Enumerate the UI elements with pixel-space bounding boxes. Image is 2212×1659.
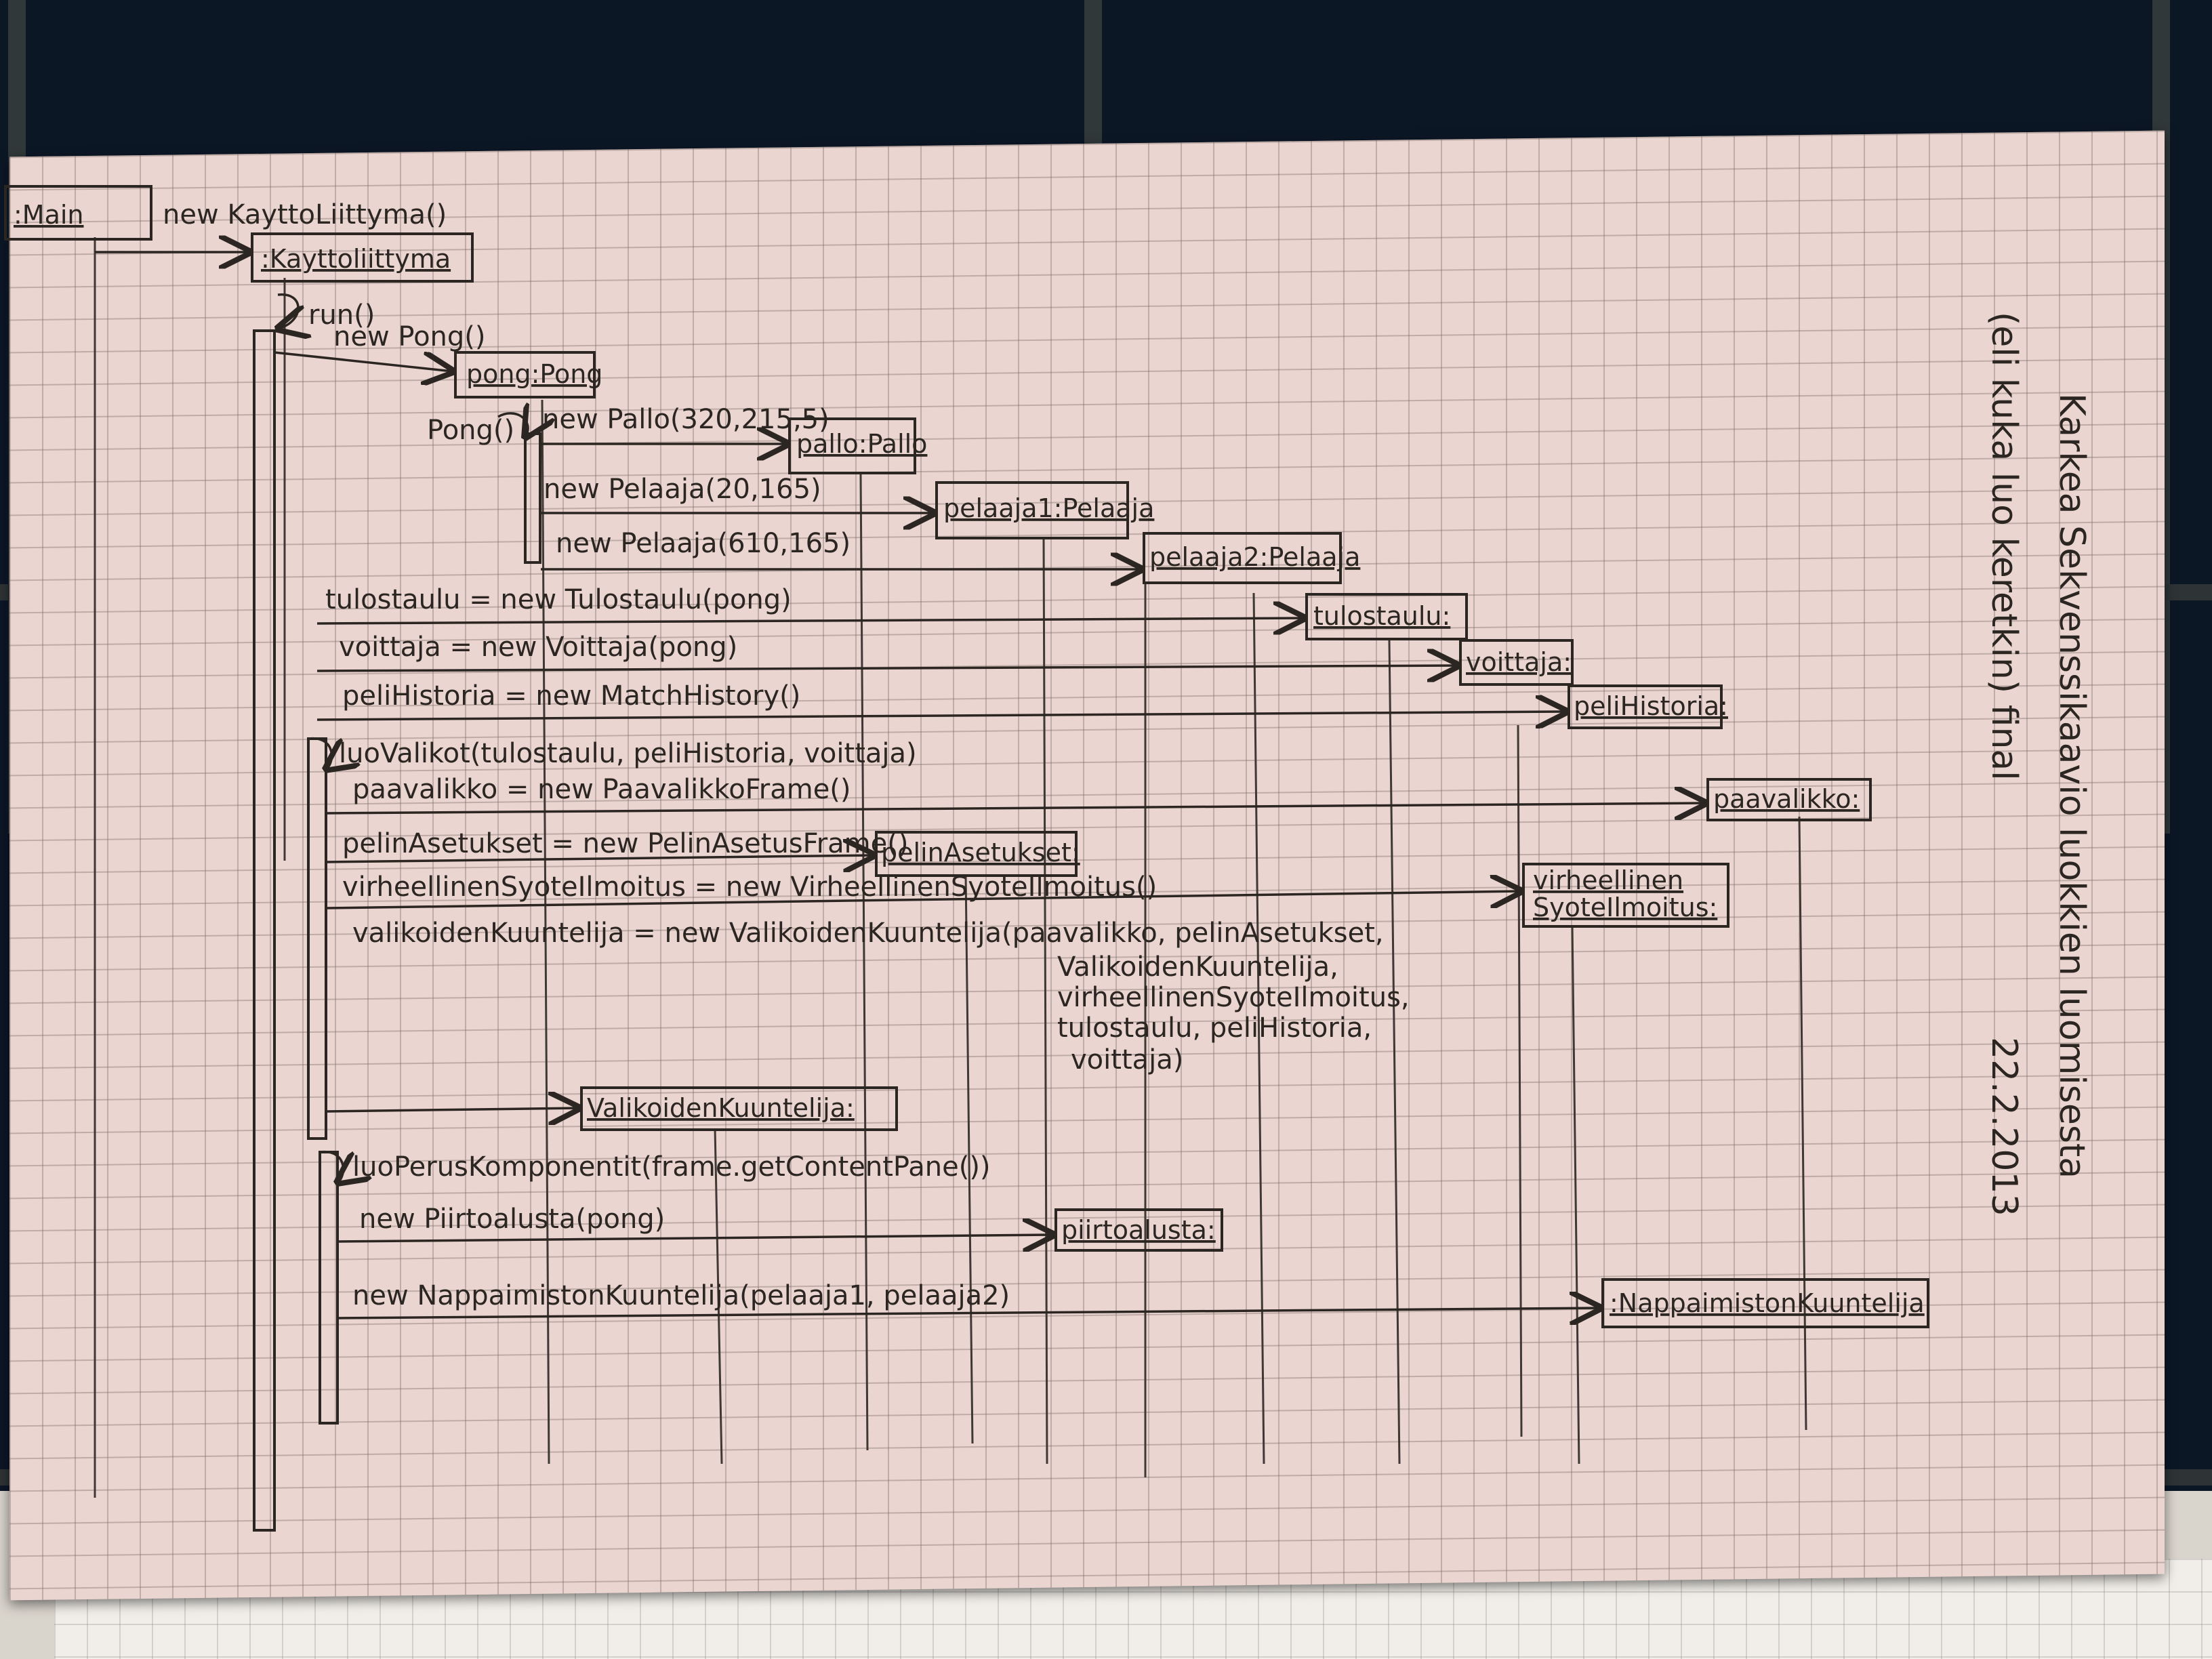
object-pong: pong:Pong (454, 351, 602, 398)
svg-text:piirtoalusta:: piirtoalusta: (1061, 1215, 1216, 1245)
lifeline-tulostaulu (1252, 592, 1265, 1465)
object-virheellinen: virheellinen SyoteIlmoitus: (1522, 863, 1729, 928)
title-note: Karkea Sekvenssikaavio luokkien luomises… (1984, 312, 2092, 1216)
message-new-pallo: new Pallo(320,215,5) (541, 404, 830, 444)
object-kayttoliittyma: :Kayttoliittyma (251, 232, 474, 283)
svg-text::Kayttoliittyma: :Kayttoliittyma (261, 244, 451, 274)
message-new-tulostaulu: tulostaulu = new Tulostaulu(pong) (316, 584, 1304, 623)
object-valikoidenkuuntelija: ValikoidenKuuntelija: (580, 1086, 898, 1131)
object-piirtoalusta: piirtoalusta: (1054, 1208, 1223, 1252)
object-nappaimisto: :NappaimistonKuuntelija (1601, 1278, 1929, 1328)
svg-text:new NappaimistonKuuntelija(pel: new NappaimistonKuuntelija(pelaaja1, pel… (352, 1280, 1010, 1311)
svg-text:SyoteIlmoitus:: SyoteIlmoitus: (1533, 893, 1717, 922)
lifeline-paavalikko (1798, 816, 1807, 1431)
lifeline-pelihistoria (1517, 724, 1523, 1437)
svg-text:pong:Pong: pong:Pong (466, 359, 602, 389)
svg-text:voittaja = new Voittaja(pong): voittaja = new Voittaja(pong) (339, 632, 737, 663)
svg-text:run(): run() (308, 300, 375, 331)
svg-text:luoPerusKomponentit(frame.getC: luoPerusKomponentit(frame.getContentPane… (352, 1151, 991, 1183)
lifeline-pong (541, 399, 550, 1465)
message-new-pelaaja1: new Pelaaja(20,165) (541, 474, 934, 513)
svg-text:virheellinenSyoteIlmoitus = ne: virheellinenSyoteIlmoitus = new Virheell… (342, 872, 1157, 903)
title-note-line-2: (eli kuka luo keretkin) final (1984, 312, 2024, 781)
object-tulostaulu: tulostaulu: (1305, 593, 1468, 640)
svg-text:pelinAsetukset = new PelinAset: pelinAsetukset = new PelinAsetusFrame() (342, 828, 908, 859)
activation-pong (524, 432, 541, 564)
title-note-line-1: Karkea Sekvenssikaavio luokkien luomises… (2051, 393, 2092, 1179)
svg-text:paavalikko = new PaavalikkoFra: paavalikko = new PaavalikkoFrame() (352, 774, 851, 805)
object-paavalikko: paavalikko: (1706, 778, 1872, 821)
svg-text:ValikoidenKuuntelija:: ValikoidenKuuntelija: (587, 1093, 855, 1123)
lifeline-pelinasetukset (964, 874, 974, 1444)
lifeline-virheellinen (1571, 924, 1580, 1465)
message-luovalikot: luoValikot(tulostaulu, peliHistoria, voi… (308, 737, 917, 769)
svg-text::NappaimistonKuuntelija: :NappaimistonKuuntelija (1610, 1288, 1925, 1318)
svg-text::Main: :Main (14, 200, 84, 230)
object-pelinasetukset: pelinAsetukset: (875, 831, 1080, 877)
svg-text:valikoidenKuuntelija = new Val: valikoidenKuuntelija = new ValikoidenKuu… (352, 918, 1384, 949)
svg-text:new Pelaaja(20,165): new Pelaaja(20,165) (544, 474, 821, 505)
object-pelaaja2: pelaaja2:Pelaaja (1143, 532, 1360, 584)
message-run: run() (278, 293, 375, 331)
svg-text:pelaaja1:Pelaaja: pelaaja1:Pelaaja (943, 493, 1154, 523)
message-new-pelinasetukset: pelinAsetukset = new PelinAsetusFrame() (325, 828, 908, 862)
lifeline-pallo (859, 474, 869, 1451)
lifeline-voittaja (1388, 640, 1401, 1465)
svg-text:voittaja): voittaja) (1071, 1044, 1183, 1076)
message-new-pong: new Pong() (274, 321, 486, 371)
svg-text:luoValikot(tulostaulu, peliHis: luoValikot(tulostaulu, peliHistoria, voi… (339, 738, 917, 769)
message-new-kayttoliittyma: new KayttoLiittyma() (95, 199, 447, 252)
svg-text:new Pelaaja(610,165): new Pelaaja(610,165) (556, 528, 851, 559)
message-new-nappaimisto: new NappaimistonKuuntelija(pelaaja1, pel… (337, 1280, 1600, 1318)
svg-text:ValikoidenKuuntelija,: ValikoidenKuuntelija, (1057, 951, 1338, 983)
object-pallo: pallo:Pallo (788, 417, 927, 474)
activation-kayttoliittyma (253, 329, 276, 1532)
svg-text:new Piirtoalusta(pong): new Piirtoalusta(pong) (359, 1204, 665, 1235)
svg-text:virheellinenSyoteIlmoitus,: virheellinenSyoteIlmoitus, (1057, 982, 1410, 1013)
message-new-pelaaja2: new Pelaaja(610,165) (541, 528, 1141, 569)
activation-luovalikot (307, 737, 327, 1140)
message-new-piirtoalusta: new Piirtoalusta(pong) (337, 1204, 1053, 1242)
svg-text:new Pallo(320,215,5): new Pallo(320,215,5) (542, 404, 830, 435)
svg-text:virheellinen: virheellinen (1533, 865, 1683, 895)
svg-text:new Pong(): new Pong() (333, 321, 486, 352)
object-voittaja: voittaja: (1459, 639, 1574, 686)
svg-text:pallo:Pallo: pallo:Pallo (796, 429, 927, 459)
svg-text:tulostaulu, peliHistoria,: tulostaulu, peliHistoria, (1057, 1012, 1372, 1044)
object-pelaaja1: pelaaja1:Pelaaja (935, 481, 1154, 539)
svg-text:voittaja:: voittaja: (1466, 647, 1572, 677)
title-note-date: 22.2.2013 (1984, 1037, 2024, 1216)
object-pelihistoria: peliHistoria: (1568, 684, 1728, 729)
message-luoperuskomponentit: luoPerusKomponentit(frame.getContentPane… (319, 1151, 991, 1183)
svg-text:new KayttoLiittyma(): new KayttoLiittyma() (163, 199, 447, 230)
message-new-valikoidenkuuntelija: valikoidenKuuntelija = new ValikoidenKuu… (325, 918, 1410, 1111)
svg-text:Pong(): Pong() (427, 415, 514, 446)
svg-text:tulostaulu:: tulostaulu: (1313, 601, 1450, 631)
svg-text:tulostaulu = new Tulostaulu(po: tulostaulu = new Tulostaulu(pong) (325, 584, 792, 615)
lifeline-pelaaja1 (1042, 538, 1048, 1465)
svg-text:peliHistoria:: peliHistoria: (1574, 691, 1728, 721)
svg-text:paavalikko:: paavalikko: (1713, 784, 1860, 814)
message-new-virheellinen: virheellinenSyoteIlmoitus = new Virheell… (325, 872, 1521, 909)
svg-text:pelinAsetukset:: pelinAsetukset: (881, 838, 1080, 867)
message-pong-constructor: Pong() (427, 413, 528, 446)
message-new-paavalikko: paavalikko = new PaavalikkoFrame() (325, 774, 1705, 813)
message-new-voittaja: voittaja = new Voittaja(pong) (316, 632, 1458, 671)
message-new-pelihistoria: peliHistoria = new MatchHistory() (316, 680, 1566, 720)
activation-luoperus (319, 1151, 339, 1425)
svg-text:peliHistoria = new MatchHistor: peliHistoria = new MatchHistory() (342, 680, 800, 712)
lifeline-valikoidenkuuntelija (714, 1128, 723, 1465)
svg-text:pelaaja2:Pelaaja: pelaaja2:Pelaaja (1149, 542, 1360, 572)
object-main: :Main (4, 185, 152, 241)
